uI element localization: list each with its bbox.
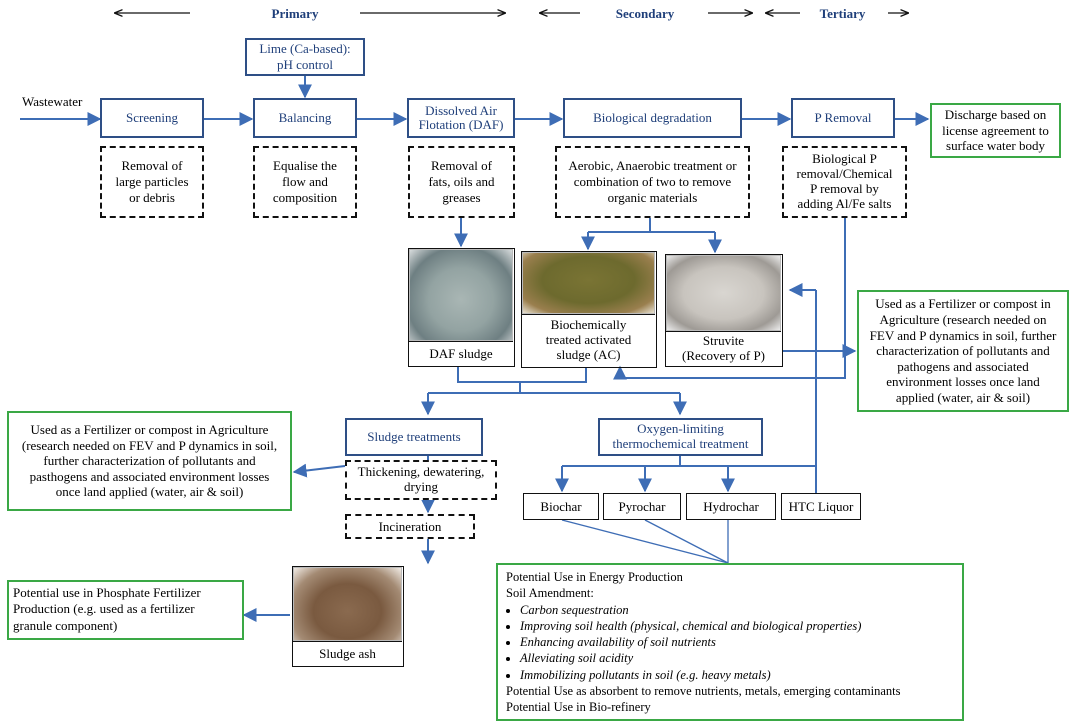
bullet-soil-health: Improving soil health (physical, chemica…: [520, 618, 954, 634]
soil-amendment-list: Carbon sequestration Improving soil heal…: [506, 602, 954, 683]
struvite-image: [666, 255, 781, 331]
process-arrows: [20, 76, 930, 622]
daf-sludge-card: DAF sludge: [408, 248, 515, 367]
biorefinery-line: Potential Use in Bio-refinery: [506, 700, 651, 714]
struvite-label: Struvite (Recovery of P): [666, 331, 781, 366]
daf-box: Dissolved Air Flotation (DAF): [407, 98, 515, 138]
activated-sludge-image: [522, 252, 655, 314]
daf-description: Removal of fats, oils and greases: [408, 146, 515, 218]
biochar-uses-box: Potential Use in Energy Production Soil …: [496, 563, 964, 721]
wastewater-label: Wastewater: [22, 94, 83, 109]
biochar-box: Biochar: [523, 493, 599, 520]
fertilizer-right-box: Used as a Fertilizer or compost in Agric…: [857, 290, 1069, 412]
bullet-immobilizing-pollutants: Immobilizing pollutants in soil (e.g. he…: [520, 667, 954, 683]
biological-degradation-box: Biological degradation: [563, 98, 742, 138]
sludge-ash-image: [293, 567, 402, 641]
thickening-box: Thickening, dewatering, drying: [345, 460, 497, 500]
soil-amendment-line: Soil Amendment:: [506, 586, 594, 601]
struvite-card: Struvite (Recovery of P): [665, 254, 783, 367]
activated-sludge-card: Biochemically treated activated sludge (…: [521, 251, 657, 368]
absorbent-line: Potential Use as absorbent to remove nut…: [506, 683, 901, 698]
phosphate-fertilizer-box: Potential use in Phosphate Fertilizer Pr…: [7, 580, 244, 640]
screening-description: Removal of large particles or debris: [100, 146, 204, 218]
incineration-box: Incineration: [345, 514, 475, 539]
p-removal-box: P Removal: [791, 98, 895, 138]
stage-secondary: Secondary: [615, 6, 675, 21]
p-removal-description: Biological P removal/Chemical P removal …: [782, 146, 907, 218]
daf-sludge-label: DAF sludge: [409, 341, 513, 366]
screening-box: Screening: [100, 98, 204, 138]
sludge-treatments-box: Sludge treatments: [345, 418, 483, 456]
sludge-ash-card: Sludge ash: [292, 566, 404, 667]
char-converge-lines: [561, 519, 729, 564]
hydrochar-box: Hydrochar: [686, 493, 776, 520]
bullet-soil-acidity: Alleviating soil acidity: [520, 650, 954, 666]
activated-sludge-label: Biochemically treated activated sludge (…: [522, 314, 655, 366]
bullet-nutrient-availability: Enhancing availability of soil nutrients: [520, 634, 954, 650]
balancing-description: Equalise the flow and composition: [253, 146, 357, 218]
sludge-ash-label: Sludge ash: [293, 641, 402, 666]
balancing-box: Balancing: [253, 98, 357, 138]
oxygen-limiting-box: Oxygen-limiting thermochemical treatment: [598, 418, 763, 456]
biological-description: Aerobic, Anaerobic treatment or combinat…: [555, 146, 750, 218]
lime-box: Lime (Ca-based): pH control: [245, 38, 365, 76]
daf-sludge-image: [409, 249, 513, 341]
bullet-carbon-sequestration: Carbon sequestration: [520, 602, 954, 618]
discharge-box: Discharge based on license agreement to …: [930, 103, 1061, 158]
energy-production-line: Potential Use in Energy Production: [506, 570, 683, 584]
stage-primary: Primary: [271, 6, 319, 21]
stage-tertiary: Tertiary: [819, 6, 866, 21]
pyrochar-box: Pyrochar: [603, 493, 681, 520]
htc-liquor-box: HTC Liquor: [781, 493, 861, 520]
fertilizer-left-box: Used as a Fertilizer or compost in Agric…: [7, 411, 292, 511]
